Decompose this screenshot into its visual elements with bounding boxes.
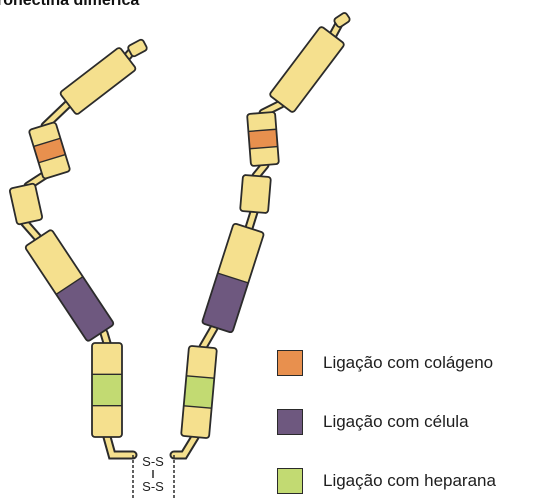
right-cell-module xyxy=(202,223,264,333)
right-mid-small xyxy=(240,175,271,213)
legend-swatch-heparan xyxy=(277,468,303,494)
legend-swatch-collagen xyxy=(277,350,303,376)
right-collagen-module xyxy=(247,112,279,166)
connector-1 xyxy=(45,104,68,126)
disulfide-label-top: S-S xyxy=(142,454,164,469)
left-heparan-module-segment-0 xyxy=(92,343,122,374)
right-heparan-module-segment-2 xyxy=(181,406,212,438)
connector-8 xyxy=(256,165,265,176)
left-cell-module xyxy=(25,229,115,342)
legend-label-collagen: Ligação com colágeno xyxy=(323,353,493,373)
left-heparan-module-segment-1 xyxy=(92,374,122,405)
left-collagen-module xyxy=(29,122,71,179)
disulfide-label-bottom: S-S xyxy=(142,479,164,494)
right-heparan-module-segment-0 xyxy=(186,346,217,378)
right-collagen-module-segment-1 xyxy=(248,129,277,148)
legend-label-heparan: Ligação com heparana xyxy=(323,471,496,491)
disulfide-bridge: S-S S-S xyxy=(133,454,174,499)
right-top xyxy=(269,26,345,113)
left-heparan-module xyxy=(92,343,122,437)
right-collagen-module-segment-2 xyxy=(250,147,279,166)
connector-4 xyxy=(104,333,107,343)
left-mid-small-segment-0 xyxy=(9,183,42,225)
right-collagen-module-segment-0 xyxy=(247,112,276,131)
left-top-segment-0 xyxy=(59,47,136,115)
legend-label-cell: Ligação com célula xyxy=(323,412,469,432)
right-mid-small-segment-0 xyxy=(240,175,271,213)
left-top xyxy=(59,47,136,115)
left-heparan-module-segment-2 xyxy=(92,406,122,437)
right-heparan-module xyxy=(181,346,217,438)
legend-swatch-cell xyxy=(277,409,303,435)
left-mid-small xyxy=(9,183,42,225)
right-top-segment-0 xyxy=(269,26,345,113)
right-heparan-module-segment-1 xyxy=(184,376,215,408)
